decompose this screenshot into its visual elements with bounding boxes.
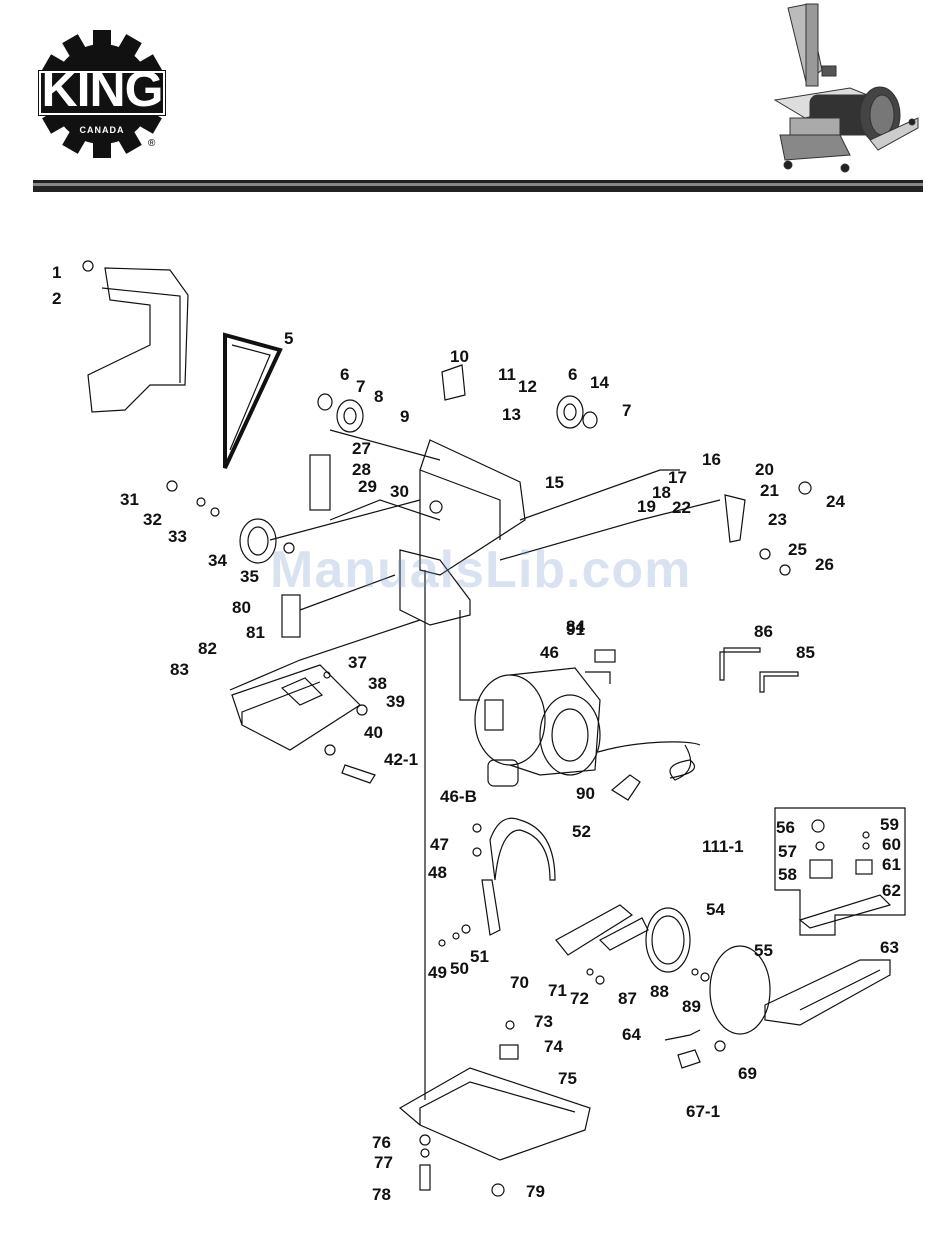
part-callout-63: 63: [880, 938, 899, 957]
part-callout-76: 76: [372, 1133, 391, 1152]
part-callout-6: 6: [568, 365, 577, 384]
part-callout-11: 11: [498, 365, 516, 384]
part-callout-69: 69: [738, 1064, 757, 1083]
part-callout-22: 22: [672, 498, 691, 517]
part-callout-49: 49: [428, 963, 447, 982]
logo-sub: CANADA: [38, 125, 166, 135]
part-callout-38: 38: [368, 674, 387, 693]
part-callout-54: 54: [706, 900, 725, 919]
part-callout-74: 74: [544, 1037, 563, 1056]
header-rule: [33, 180, 923, 192]
part-callout-6: 6: [340, 365, 349, 384]
part-callout-2: 2: [52, 289, 61, 308]
part-callout-40: 40: [364, 723, 383, 742]
part-callout-13: 13: [502, 405, 521, 424]
part-callout-14: 14: [590, 373, 609, 392]
part-callout-34: 34: [208, 551, 227, 570]
watermark: ManualsLib.com: [270, 540, 691, 600]
part-callout-111-1: 111-1: [702, 837, 744, 856]
part-callout-88: 88: [650, 982, 669, 1001]
part-callout-33: 33: [168, 527, 187, 546]
part-callout-52: 52: [572, 822, 591, 841]
part-callout-26: 26: [815, 555, 834, 574]
part-callout-47: 47: [430, 835, 449, 854]
part-callout-87: 87: [618, 989, 637, 1008]
part-callout-56: 56: [776, 818, 795, 837]
part-callout-35: 35: [240, 567, 259, 586]
logo-brand: KING: [38, 64, 166, 114]
part-callout-27: 27: [352, 439, 371, 458]
part-callout-82: 82: [198, 639, 217, 658]
logo-reg: ®: [148, 138, 155, 149]
part-callout-29: 29: [358, 477, 377, 496]
belt-sander-illustration: [770, 0, 920, 175]
part-callout-86: 86: [754, 622, 773, 641]
part-callout-89: 89: [682, 997, 701, 1016]
part-callout-23: 23: [768, 510, 787, 529]
part-callout-78: 78: [372, 1185, 391, 1204]
part-callout-1: 1: [52, 263, 61, 282]
part-callout-42-1: 42-1: [384, 750, 418, 769]
part-callout-25: 25: [788, 540, 807, 559]
part-callout-80: 80: [232, 598, 251, 617]
part-callout-85: 85: [796, 643, 815, 662]
part-callout-39: 39: [386, 692, 405, 711]
part-callout-67-1: 67-1: [686, 1102, 720, 1121]
part-callout-5: 5: [284, 329, 293, 348]
part-callout-24: 24: [826, 492, 845, 511]
part-callout-83: 83: [170, 660, 189, 679]
part-callout-50: 50: [450, 959, 469, 978]
part-callout-12: 12: [518, 377, 537, 396]
part-callout-7: 7: [622, 401, 631, 420]
part-callout-58: 58: [778, 865, 797, 884]
part-callout-48: 48: [428, 863, 447, 882]
part-callout-75: 75: [558, 1069, 577, 1088]
part-callout-59: 59: [880, 815, 899, 834]
part-callout-37: 37: [348, 653, 367, 672]
part-callout-72: 72: [570, 989, 589, 1008]
part-callout-79: 79: [526, 1182, 545, 1201]
part-callout-19: 19: [637, 497, 656, 516]
part-callout-20: 20: [755, 460, 774, 479]
part-callout-30: 30: [390, 482, 409, 501]
part-callout-10: 10: [450, 347, 469, 366]
part-callout-32: 32: [143, 510, 162, 529]
part-callout-8: 8: [374, 387, 383, 406]
part-callout-62: 62: [882, 881, 901, 900]
part-callout-70: 70: [510, 973, 529, 992]
header-rule-highlight: [33, 183, 923, 186]
part-callout-46: 46: [540, 643, 559, 662]
part-callout-81: 81: [246, 623, 265, 642]
part-callout-15: 15: [545, 473, 564, 492]
part-callout-16: 16: [702, 450, 721, 469]
part-callout-77: 77: [374, 1153, 393, 1172]
part-callout-64: 64: [622, 1025, 641, 1044]
part-callout-61: 61: [882, 855, 901, 874]
part-callout-73: 73: [534, 1012, 553, 1031]
part-callout-91: 91: [566, 620, 585, 639]
part-callout-31: 31: [120, 490, 139, 509]
part-callout-90: 90: [576, 784, 595, 803]
part-callout-57: 57: [778, 842, 797, 861]
part-callout-71: 71: [548, 981, 567, 1000]
part-callout-46-B: 46-B: [440, 787, 477, 806]
part-callout-51: 51: [470, 947, 489, 966]
part-callout-21: 21: [760, 481, 779, 500]
part-callout-9: 9: [400, 407, 409, 426]
part-callout-7: 7: [356, 377, 365, 396]
part-callout-60: 60: [882, 835, 901, 854]
part-callout-55: 55: [754, 941, 773, 960]
